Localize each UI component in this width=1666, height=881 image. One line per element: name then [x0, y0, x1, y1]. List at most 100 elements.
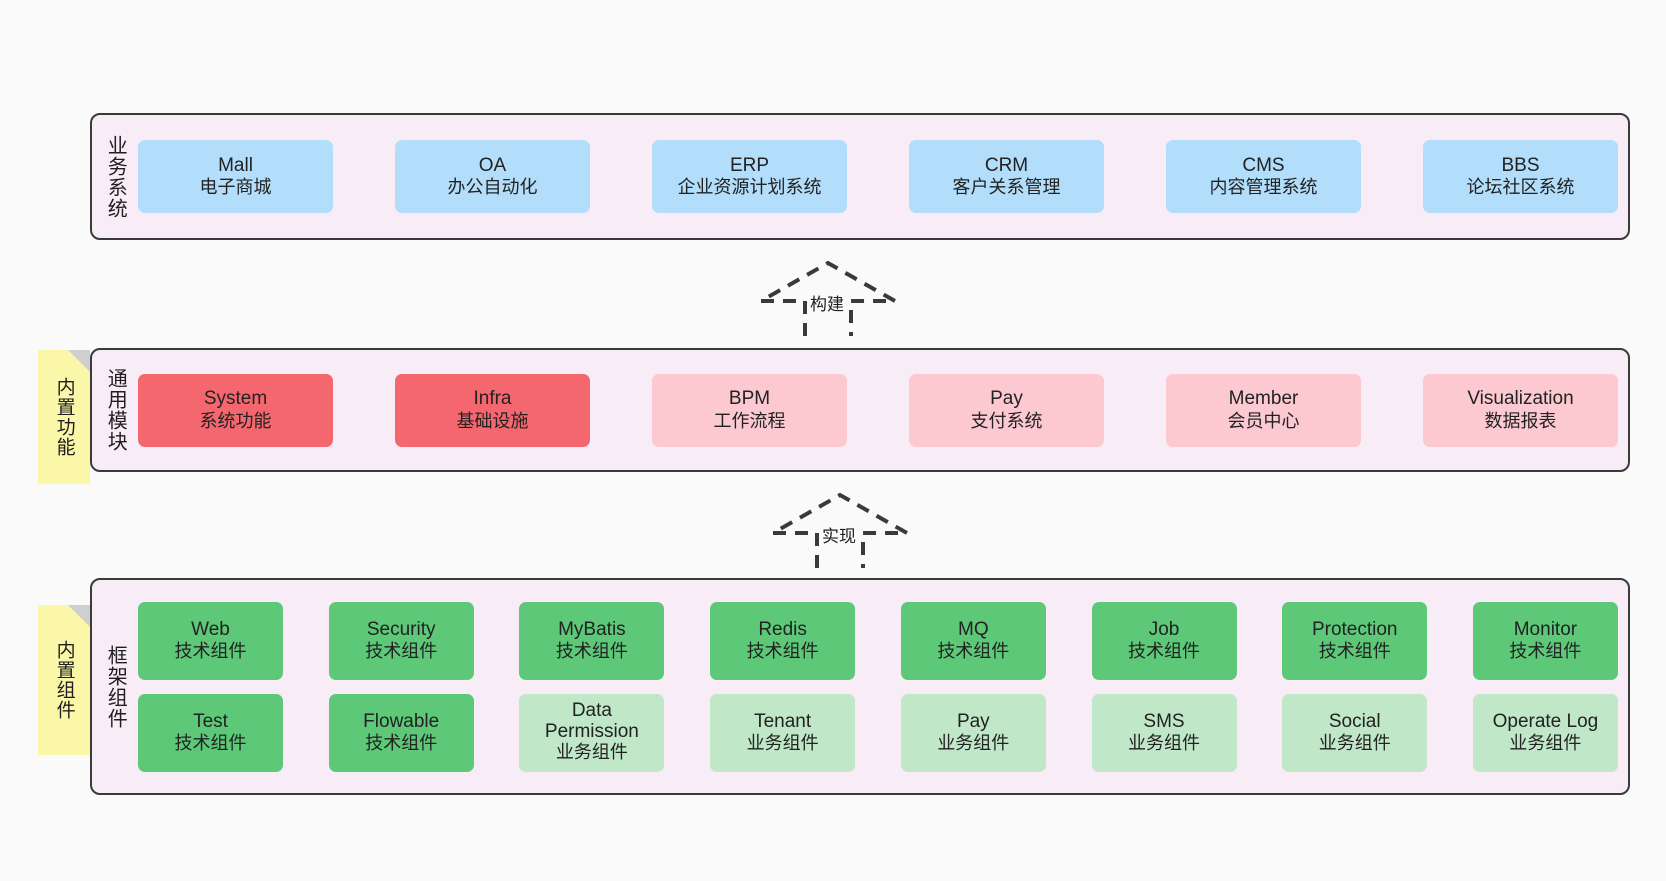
node-subtitle: 论坛社区系统: [1466, 177, 1575, 198]
layer-title-common-modules: 通用模块: [104, 368, 127, 452]
node-social[interactable]: Social 业务组件: [1282, 693, 1428, 772]
node-title: BPM: [728, 388, 771, 410]
node-infra[interactable]: Infra 基础设施: [395, 373, 590, 447]
node-title: OA: [478, 154, 507, 176]
node-subtitle: 会员中心: [1227, 410, 1300, 431]
node-title: BBS: [1501, 154, 1540, 176]
node-tenant[interactable]: Tenant 业务组件: [710, 693, 856, 772]
node-subtitle: 数据报表: [1484, 410, 1557, 431]
node-erp[interactable]: ERP 企业资源计划系统: [652, 140, 847, 213]
connector-build: [753, 258, 903, 346]
node-visualization[interactable]: Visualization 数据报表: [1423, 373, 1618, 447]
node-subtitle: 技术组件: [1509, 641, 1582, 662]
node-subtitle: 技术组件: [746, 641, 819, 662]
node-bbs[interactable]: BBS 论坛社区系统: [1423, 140, 1618, 213]
node-subtitle: 技术组件: [365, 641, 438, 662]
node-subtitle: 企业资源计划系统: [677, 177, 822, 198]
node-subtitle: 客户关系管理: [952, 177, 1061, 198]
node-cms[interactable]: CMS 内容管理系统: [1166, 140, 1361, 213]
node-title: Pay: [990, 388, 1023, 410]
node-pay[interactable]: Pay 支付系统: [909, 373, 1104, 447]
node-flowable[interactable]: Flowable 技术组件: [328, 693, 474, 772]
node-subtitle: 业务组件: [1128, 733, 1201, 754]
node-redis[interactable]: Redis 技术组件: [710, 601, 856, 680]
node-subtitle: 办公自动化: [447, 177, 538, 198]
layer-body-framework-components: Web 技术组件 Security 技术组件 MyBatis 技术组件 Redi…: [138, 580, 1628, 793]
node-protection[interactable]: Protection 技术组件: [1282, 601, 1428, 680]
node-web[interactable]: Web 技术组件: [138, 601, 283, 680]
node-member[interactable]: Member 会员中心: [1166, 373, 1361, 447]
node-subtitle: 内容管理系统: [1209, 177, 1318, 198]
node-mq[interactable]: MQ 技术组件: [900, 601, 1046, 680]
node-subtitle: 工作流程: [713, 410, 786, 431]
layer-business-systems: 业务系统 Mall 电子商城 OA 办公自动化 ERP 企业资源计划系统 CRM…: [90, 113, 1630, 240]
node-title: MQ: [958, 618, 989, 640]
node-subtitle: 电子商城: [199, 177, 272, 198]
node-pay-business[interactable]: Pay 业务组件: [900, 693, 1046, 772]
node-subtitle: 技术组件: [555, 641, 628, 662]
node-subtitle: 技术组件: [1318, 641, 1391, 662]
sticky-note-builtin-components: 内置组件: [38, 605, 90, 755]
node-subtitle: 业务组件: [1509, 733, 1582, 754]
node-mybatis[interactable]: MyBatis 技术组件: [519, 601, 665, 680]
node-subtitle: 业务组件: [555, 742, 628, 763]
node-subtitle: 业务组件: [1318, 733, 1391, 754]
node-title: Security: [366, 618, 436, 640]
node-title: Protection: [1311, 618, 1398, 640]
node-oa[interactable]: OA 办公自动化: [395, 140, 590, 213]
node-title: CMS: [1242, 154, 1285, 176]
node-system[interactable]: System 系统功能: [138, 373, 333, 447]
node-subtitle: 支付系统: [970, 410, 1043, 431]
node-title: CRM: [984, 154, 1029, 176]
node-row: System 系统功能 Infra 基础设施 BPM 工作流程 Pay 支付系统…: [138, 373, 1618, 447]
node-title: Visualization: [1467, 388, 1574, 410]
node-title: Tenant: [754, 710, 812, 732]
node-row: Mall 电子商城 OA 办公自动化 ERP 企业资源计划系统 CRM 客户关系…: [138, 140, 1618, 213]
node-data-permission[interactable]: Data Permission 业务组件: [519, 693, 665, 772]
node-title: Redis: [758, 618, 807, 640]
node-title: Flowable: [363, 710, 440, 732]
connector-implement-label: 实现: [822, 527, 856, 546]
node-title: Infra: [473, 388, 512, 410]
sticky-note-label: 内置功能: [53, 377, 75, 457]
node-row: Test 技术组件 Flowable 技术组件 Data Permission …: [138, 693, 1618, 772]
node-sms[interactable]: SMS 业务组件: [1091, 693, 1237, 772]
node-subtitle: 技术组件: [174, 733, 247, 754]
node-subtitle: 业务组件: [937, 733, 1010, 754]
node-title: Member: [1228, 388, 1299, 410]
node-subtitle: 基础设施: [456, 410, 529, 431]
node-title: MyBatis: [558, 618, 626, 640]
dashed-hollow-arrow-up-icon: [753, 260, 903, 336]
dashed-hollow-arrow-up-icon: [765, 492, 915, 568]
node-subtitle: 技术组件: [1128, 641, 1201, 662]
node-crm[interactable]: CRM 客户关系管理: [909, 140, 1104, 213]
node-subtitle: 技术组件: [365, 733, 438, 754]
connector-implement: [765, 490, 915, 578]
node-job[interactable]: Job 技术组件: [1091, 601, 1237, 680]
node-title: Job: [1148, 618, 1180, 640]
node-bpm[interactable]: BPM 工作流程: [652, 373, 847, 447]
connector-build-label: 构建: [810, 295, 844, 314]
node-operate-log[interactable]: Operate Log 业务组件: [1472, 693, 1618, 772]
node-title: Social: [1328, 710, 1381, 732]
node-title: SMS: [1143, 710, 1185, 732]
node-subtitle: 技术组件: [937, 641, 1010, 662]
node-title: Operate Log: [1492, 710, 1599, 732]
layer-body-business-systems: Mall 电子商城 OA 办公自动化 ERP 企业资源计划系统 CRM 客户关系…: [138, 115, 1628, 238]
node-security[interactable]: Security 技术组件: [328, 601, 474, 680]
sticky-note-builtin-features: 内置功能: [38, 350, 90, 484]
node-title: Mall: [218, 154, 253, 176]
node-title: ERP: [729, 154, 770, 176]
node-mall[interactable]: Mall 电子商城: [138, 140, 333, 213]
node-title: Data Permission: [544, 699, 639, 742]
node-title: Pay: [956, 710, 990, 732]
node-test[interactable]: Test 技术组件: [138, 693, 283, 772]
node-subtitle: 业务组件: [746, 733, 819, 754]
sticky-fold-corner-icon: [68, 605, 90, 627]
node-monitor[interactable]: Monitor 技术组件: [1472, 601, 1618, 680]
node-title: Web: [191, 618, 230, 640]
sticky-note-label: 内置组件: [53, 640, 75, 720]
node-title: Test: [193, 710, 228, 732]
node-row: Web 技术组件 Security 技术组件 MyBatis 技术组件 Redi…: [138, 601, 1618, 680]
